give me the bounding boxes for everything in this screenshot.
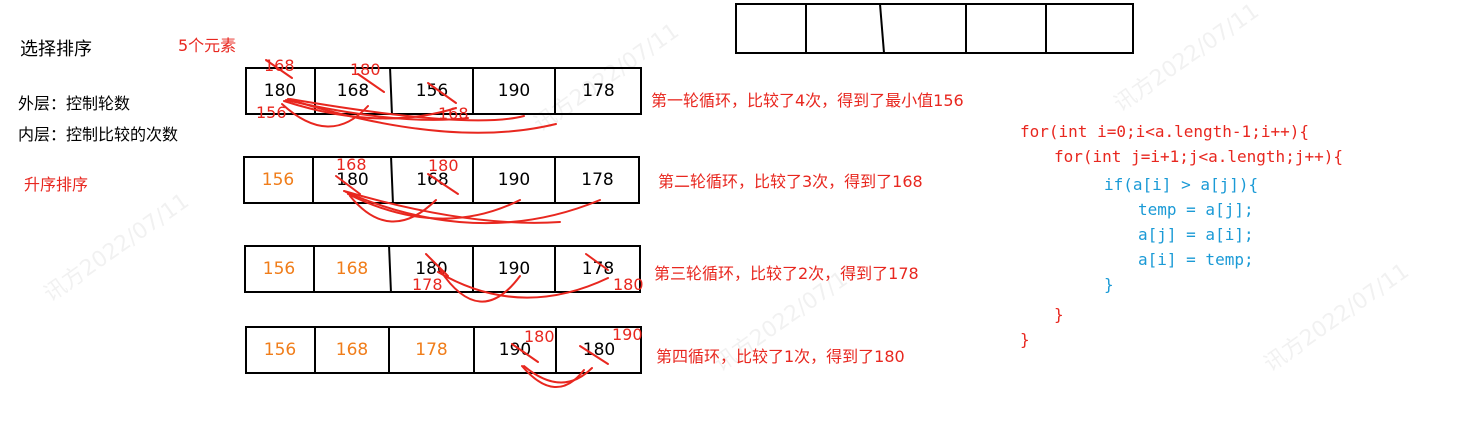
code-block: for(int i=0;i<a.length-1;i++){ for(int j… — [1020, 119, 1343, 352]
outer-loop-note: 外层：控制轮数 — [18, 94, 131, 113]
annotation-label: 168 — [438, 104, 469, 123]
array-cell: 156 — [262, 259, 296, 279]
array-cell: 178 — [582, 81, 615, 101]
inner-loop-note: 内层：控制比较的次数 — [18, 125, 179, 144]
code-line: for(int i=0;i<a.length-1;i++){ — [1020, 122, 1309, 141]
annotation-label: 180 — [350, 60, 381, 79]
annotation-label: 190 — [612, 325, 643, 344]
array-cell: 178 — [415, 340, 448, 360]
array-cell: 180 — [263, 81, 297, 101]
code-line: } — [1054, 305, 1064, 324]
array-cell: 156 — [261, 170, 295, 190]
array-cell: 190 — [497, 81, 531, 101]
annotation-label: 156 — [256, 103, 287, 122]
code-line: } — [1020, 330, 1030, 349]
page-title: 选择排序 — [20, 39, 92, 60]
annotation-label: 180 — [524, 327, 555, 346]
array-cell: 190 — [497, 170, 531, 190]
code-line: a[i] = temp; — [1138, 250, 1254, 269]
code-line: for(int j=i+1;j<a.length;j++){ — [1054, 147, 1343, 166]
ascending-note: 升序排序 — [24, 175, 89, 194]
array-cell: 190 — [497, 259, 531, 279]
round-2-description: 第二轮循环，比较了3次，得到了168 — [658, 172, 923, 191]
array-cell: 156 — [263, 340, 297, 360]
element-count-note: 5个元素 — [178, 36, 237, 55]
annotation-label: 178 — [412, 275, 443, 294]
round-4-array: 156 168 178 190 180 — [245, 326, 642, 374]
code-line: a[j] = a[i]; — [1138, 225, 1254, 244]
array-cell: 168 — [335, 340, 369, 360]
array-cell: 178 — [581, 170, 614, 190]
code-line: } — [1104, 275, 1114, 294]
annotation-label: 168 — [264, 56, 295, 75]
code-line: temp = a[j]; — [1138, 200, 1254, 219]
array-cell: 168 — [335, 259, 369, 279]
round-4-description: 第四循环，比较了1次，得到了180 — [656, 347, 905, 366]
code-line: if(a[i] > a[j]){ — [1104, 175, 1259, 194]
annotation-label: 168 — [336, 155, 367, 174]
annotation-label: 180 — [428, 156, 459, 175]
annotation-label: 180 — [613, 275, 644, 294]
round-3-description: 第三轮循环，比较了2次，得到了178 — [654, 264, 919, 283]
round-1-description: 第一轮循环，比较了4次，得到了最小值156 — [651, 91, 964, 110]
